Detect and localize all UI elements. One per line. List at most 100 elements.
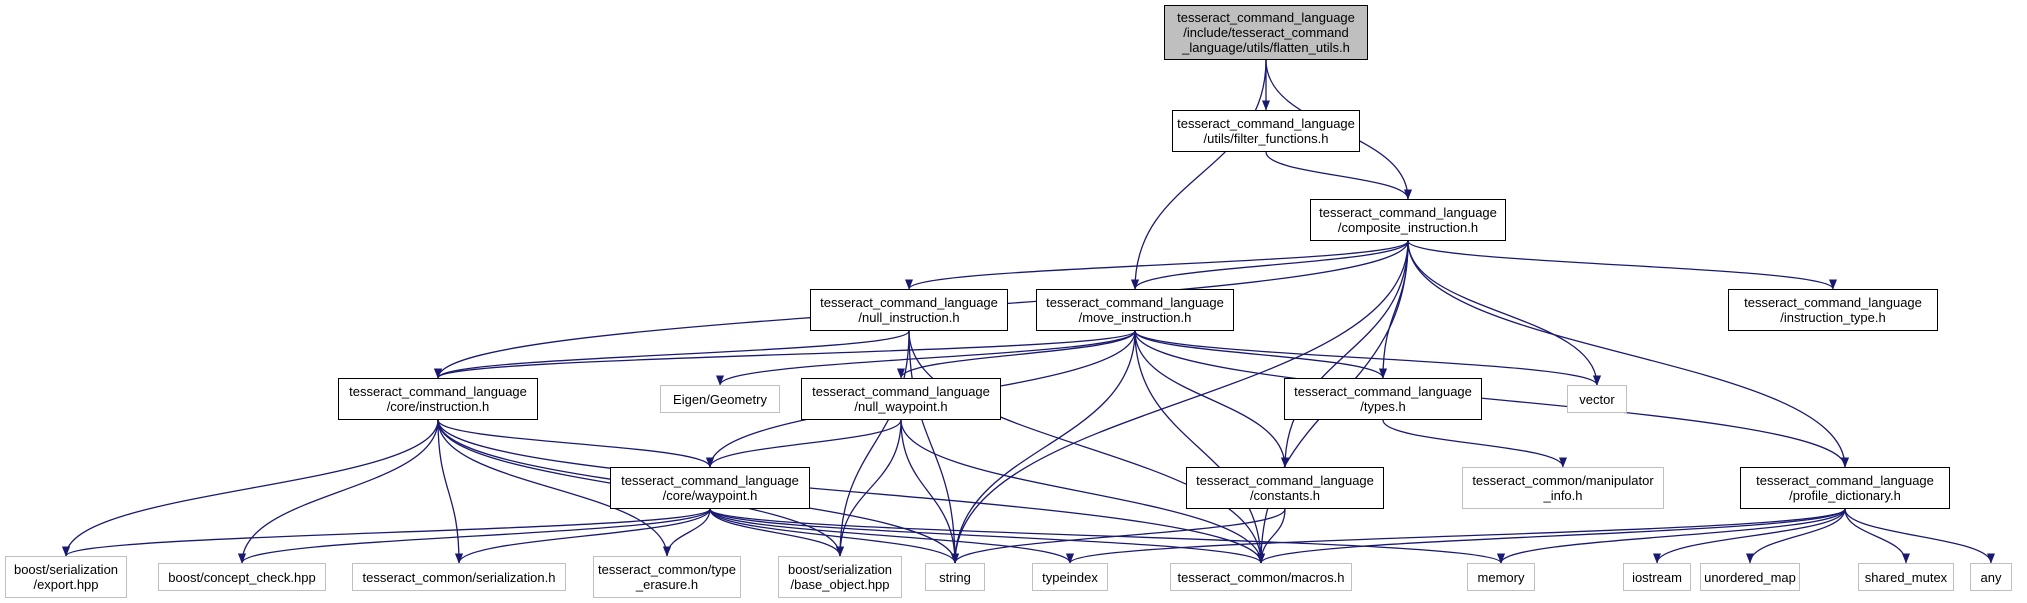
edge-move_instr-to-macros (1134, 330, 1265, 564)
node-label: boost/concept_check.hpp (168, 569, 316, 585)
edge-composite-to-null_instr (905, 240, 1409, 290)
node-label: tesseract_command_language /profile_dict… (1756, 473, 1934, 503)
node-boost-export-hpp: boost/serialization /export.hpp (5, 556, 127, 598)
edge-core_wp-to-string (709, 508, 959, 564)
edge-core_wp-to-memory (709, 508, 1505, 564)
edge-core_wp-to-boost_cc (238, 508, 711, 564)
edge-composite-to-instr_type (1407, 240, 1837, 290)
node-label: shared_mutex (1864, 569, 1948, 585)
node-boost-base-object-hpp: boost/serialization /base_object.hpp (778, 556, 902, 598)
node-shared-mutex: shared_mutex (1858, 563, 1954, 591)
edge-profile-to-memory (1497, 508, 1846, 564)
node-tesseract-common-serialization-h: tesseract_common/serialization.h (352, 563, 566, 591)
node-memory: memory (1467, 563, 1535, 591)
edge-profile-to-unordered_map (1746, 508, 1846, 564)
node-move-instruction-h[interactable]: tesseract_command_language /move_instruc… (1036, 289, 1234, 331)
node-label: string (939, 569, 971, 585)
node-filter-functions-h[interactable]: tesseract_command_language /utils/filter… (1172, 110, 1360, 152)
edge-composite-to-constants (1281, 240, 1409, 468)
node-label: boost/serialization /base_object.hpp (787, 562, 893, 592)
node-label: tesseract_common/macros.h (1177, 569, 1345, 585)
node-label: tesseract_command_language /null_instruc… (820, 295, 998, 325)
edge-core_wp-to-tc_type (663, 508, 711, 557)
node-label: tesseract_command_language /null_waypoin… (812, 384, 990, 414)
node-null-instruction-h[interactable]: tesseract_command_language /null_instruc… (810, 289, 1008, 331)
edge-move_instr-to-types (1134, 330, 1387, 379)
node-tesseract-common-type-erasure-h: tesseract_common/type _erasure.h (593, 556, 741, 598)
node-vector: vector (1567, 385, 1627, 413)
node-label: any (1980, 569, 2002, 585)
edge-core_wp-to-tc_serial (455, 508, 711, 564)
node-flatten-utils-h[interactable]: tesseract_command_language /include/tess… (1164, 5, 1368, 60)
node-label: memory (1477, 569, 1525, 585)
node-constants-h[interactable]: tesseract_command_language /constants.h (1186, 467, 1384, 509)
node-label: tesseract_command_language /instruction_… (1744, 295, 1922, 325)
node-composite-instruction-h[interactable]: tesseract_command_language /composite_in… (1310, 199, 1506, 241)
edge-types-to-manip (1382, 419, 1567, 468)
edge-null_instr-to-core_instr (434, 330, 910, 379)
edge-core_instr-to-tc_serial (437, 419, 463, 564)
node-label: tesseract_command_language /constants.h (1196, 473, 1374, 503)
node-typeindex: typeindex (1032, 563, 1108, 591)
edge-move_instr-to-string (951, 330, 1136, 564)
node-label: tesseract_common/serialization.h (362, 569, 556, 585)
node-iostream: iostream (1623, 563, 1691, 591)
node-core-waypoint-h[interactable]: tesseract_command_language /core/waypoin… (610, 467, 810, 509)
node-label: tesseract_command_language /core/instruc… (349, 384, 527, 414)
node-label: vector (1579, 391, 1615, 407)
edge-move_instr-to-vector (1134, 330, 1601, 386)
edge-null_wp-to-boost_base (836, 419, 902, 557)
edge-filter-to-composite (1265, 151, 1412, 200)
edge-constants-to-string (951, 508, 1286, 564)
edge-null_instr-to-boost_base (836, 330, 910, 557)
node-label: iostream (1632, 569, 1682, 585)
edge-root-to-move_instr (1131, 59, 1267, 290)
edge-core_wp-to-typeindex (709, 508, 1074, 564)
node-label: tesseract_command_language /utils/filter… (1177, 116, 1355, 146)
node-boost-concept-check-hpp: boost/concept_check.hpp (158, 563, 326, 591)
edge-core_instr-to-macros (437, 419, 1265, 564)
node-unordered-map: unordered_map (1700, 563, 1800, 591)
node-label: tesseract_command_language /core/waypoin… (621, 473, 799, 503)
edge-composite-to-profile (1407, 240, 1849, 468)
edge-null_wp-to-string (900, 419, 959, 564)
edge-core_instr-to-tc_type (437, 419, 671, 557)
node-label: tesseract_common/manipulator _info.h (1472, 473, 1654, 503)
node-tesseract-common-macros-h: tesseract_common/macros.h (1170, 563, 1352, 591)
edge-profile-to-iostream (1653, 508, 1846, 564)
edge-profile-to-any (1844, 508, 1995, 564)
edge-profile-to-shared_mutex (1844, 508, 1910, 564)
edge-composite-to-move_instr (1131, 240, 1409, 290)
node-instruction-type-h[interactable]: tesseract_command_language /instruction_… (1728, 289, 1938, 331)
node-types-h[interactable]: tesseract_command_language /types.h (1284, 378, 1482, 420)
edge-move_instr-to-core_instr (434, 330, 1136, 379)
edge-null_wp-to-core_wp (706, 419, 902, 468)
edge-core_wp-to-boost_export (62, 508, 711, 557)
node-label: typeindex (1042, 569, 1098, 585)
edge-profile-to-typeindex (1066, 508, 1846, 564)
node-profile-dictionary-h[interactable]: tesseract_command_language /profile_dict… (1740, 467, 1950, 509)
edge-null_wp-to-macros (900, 419, 1265, 564)
edge-core_wp-to-boost_base (709, 508, 844, 557)
edge-core_wp-to-macros (709, 508, 1265, 564)
node-label: boost/serialization /export.hpp (13, 562, 119, 592)
edge-profile-to-macros (1257, 508, 1846, 564)
node-core-instruction-h[interactable]: tesseract_command_language /core/instruc… (338, 378, 538, 420)
node-manipulator-info-h: tesseract_common/manipulator _info.h (1462, 467, 1664, 509)
node-null-waypoint-h[interactable]: tesseract_command_language /null_waypoin… (801, 378, 1001, 420)
node-label: tesseract_command_language /types.h (1294, 384, 1472, 414)
edge-composite-to-vector (1407, 240, 1601, 386)
edge-move_instr-to-eigen (716, 330, 1136, 386)
node-label: tesseract_command_language /composite_in… (1319, 205, 1497, 235)
edge-core_instr-to-boost_export (62, 419, 439, 557)
node-label: tesseract_common/type _erasure.h (597, 562, 736, 592)
edge-move_instr-to-null_wp (897, 330, 1136, 379)
node-label: Eigen/Geometry (673, 391, 767, 407)
edge-core_instr-to-core_wp (437, 419, 714, 468)
node-string: string (925, 563, 985, 591)
edge-move_instr-to-profile (1134, 330, 1849, 468)
edge-move_instr-to-constants (1134, 330, 1289, 468)
node-label: tesseract_command_language /include/tess… (1177, 10, 1355, 55)
node-label: unordered_map (1704, 569, 1796, 585)
